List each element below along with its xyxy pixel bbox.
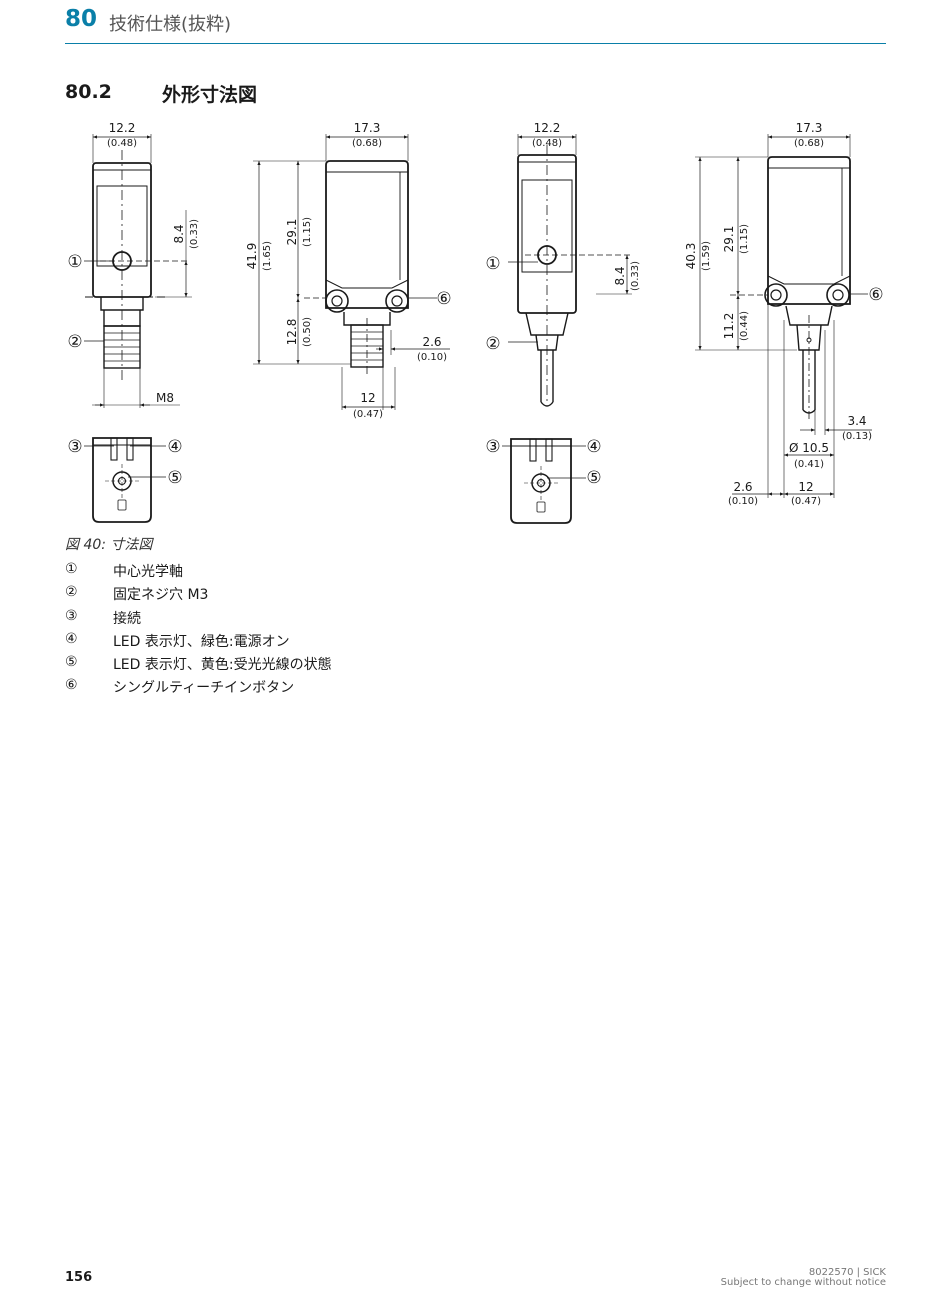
v1-axis-inch: (0.33) [189, 219, 200, 249]
legend-number: ② [65, 584, 78, 601]
view-top-connector [84, 437, 166, 523]
v2-width-label: 17.3 [354, 121, 381, 135]
v2-offset-inch: (0.10) [417, 352, 447, 363]
legend-number: ④ [65, 630, 78, 647]
change-notice: Subject to change without notice [720, 1277, 886, 1288]
v5-callout-3: ③ [67, 437, 82, 457]
legend-text: 固定ネジ穴 M3 [113, 587, 209, 604]
v2-width-inch: (0.68) [352, 138, 382, 149]
v2-body-height-inch: (1.15) [302, 217, 313, 247]
v2-body-height-label: 29.1 [285, 219, 299, 246]
v2-total-height-inch: (1.65) [262, 241, 273, 271]
v4-cable-gap-inch: (0.13) [842, 431, 872, 442]
v1-axis-label: 8.4 [172, 224, 186, 243]
v4-callout-6: ⑥ [868, 285, 883, 305]
v4-width-inch: (0.68) [794, 138, 824, 149]
legend-text: シングルティーチインボタン [113, 680, 295, 697]
header-rule [65, 43, 886, 44]
legend-number: ③ [65, 607, 78, 624]
view-front-cable [508, 134, 632, 407]
legend-number: ⑥ [65, 677, 78, 694]
v3-callout-2: ② [485, 334, 500, 354]
v2-total-height-label: 41.9 [245, 243, 259, 270]
v1-callout-1: ① [67, 252, 82, 272]
legend-text: 中心光学軸 [113, 564, 183, 580]
v4-body-height-label: 29.1 [722, 226, 736, 253]
document-id: 8022570 | SICK [808, 1267, 886, 1278]
footer-doc-info: 8022570 | SICK Subject to change without… [721, 1268, 886, 1288]
v4-body-height-inch: (1.15) [739, 224, 750, 254]
v3-width-label: 12.2 [534, 121, 561, 135]
v1-width-label: 12.2 [109, 121, 136, 135]
v6-callout-5: ⑤ [586, 468, 601, 488]
view-top-cable [502, 438, 586, 524]
v5-callout-4: ④ [167, 437, 182, 457]
view-side-cable [695, 134, 872, 498]
view-side-connector [253, 134, 450, 410]
v2-lower-height-inch: (0.50) [302, 317, 313, 347]
v3-axis-inch: (0.33) [630, 261, 641, 291]
v1-width-inch: (0.48) [107, 138, 137, 149]
v4-diameter-inch: (0.41) [794, 459, 824, 470]
legend-number: ⑤ [65, 654, 78, 671]
v4-offset-label: 2.6 [733, 480, 752, 494]
section-number: 80.2 [65, 81, 112, 103]
view-front-connector [84, 134, 192, 408]
v5-callout-5: ⑤ [167, 468, 182, 488]
v6-callout-4: ④ [586, 437, 601, 457]
section-title: 外形寸法図 [162, 84, 258, 106]
legend-text: LED 表示灯、緑色:電源オン [113, 633, 290, 650]
v6-callout-3: ③ [485, 437, 500, 457]
v4-base-width-inch: (0.47) [791, 496, 821, 507]
v2-callout-6: ⑥ [436, 289, 451, 309]
v4-offset-inch: (0.10) [728, 496, 758, 507]
v2-base-width-inch: (0.47) [353, 409, 383, 420]
v4-total-height-inch: (1.59) [701, 241, 712, 271]
v2-offset-label: 2.6 [422, 335, 441, 349]
v4-lower-height-label: 11.2 [722, 313, 736, 340]
chapter-number: 80 [65, 6, 98, 32]
v3-width-inch: (0.48) [532, 138, 562, 149]
v4-diameter-label: Ø 10.5 [789, 441, 829, 455]
v4-width-label: 17.3 [796, 121, 823, 135]
legend-text: 接続 [113, 610, 141, 627]
v4-cable-gap-label: 3.4 [847, 414, 866, 428]
legend-text: LED 表示灯、黄色:受光光線の状態 [113, 657, 332, 674]
chapter-title: 技術仕様(抜粋) [109, 14, 232, 35]
v1-thread-label: M8 [156, 391, 174, 405]
page-number: 156 [65, 1270, 93, 1285]
v4-total-height-label: 40.3 [684, 243, 698, 270]
legend-number: ① [65, 561, 78, 577]
v4-base-width-label: 12 [798, 480, 813, 494]
figure-caption: 図 40: 寸法図 [65, 537, 153, 553]
v2-base-width-label: 12 [360, 391, 375, 405]
v3-axis-label: 8.4 [613, 266, 627, 285]
v2-lower-height-label: 12.8 [285, 319, 299, 346]
dimension-drawing: 12.2 (0.48) 8.4 (0.33) M8 ① ② [67, 121, 884, 524]
v4-lower-height-inch: (0.44) [739, 311, 750, 341]
v1-callout-2: ② [67, 332, 82, 352]
v3-callout-1: ① [485, 254, 500, 274]
